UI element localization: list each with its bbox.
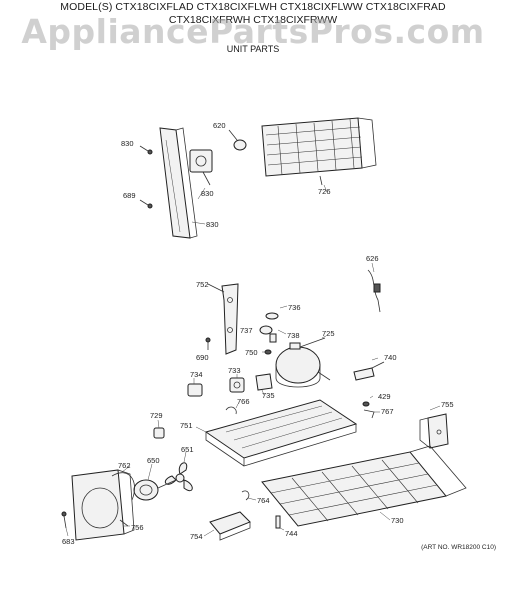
section-title: UNIT PARTS	[226, 44, 280, 54]
clip-767	[363, 409, 375, 419]
label-766: 766	[237, 397, 250, 406]
label-730: 730	[391, 516, 404, 525]
label-429: 429	[378, 392, 391, 401]
label-830-c: 830	[206, 220, 219, 229]
label-736: 736	[288, 303, 301, 312]
label-750: 750	[245, 348, 258, 357]
label-740: 740	[384, 353, 397, 362]
screw-690	[205, 337, 211, 350]
clip-744	[275, 515, 281, 529]
bracket-756	[119, 519, 129, 527]
label-754: 754	[190, 532, 203, 541]
label-733: 733	[228, 366, 241, 375]
clip-429	[362, 401, 370, 407]
part-labels: 830 620 689 830 830 726 626 752 736 737 …	[62, 121, 454, 546]
label-735: 735	[262, 391, 275, 400]
label-683: 683	[62, 537, 75, 546]
leader-lines	[65, 184, 441, 537]
label-734: 734	[190, 370, 203, 379]
screw-683	[61, 511, 67, 529]
label-762: 762	[118, 461, 131, 470]
label-830-b: 830	[201, 189, 214, 198]
drain-tray-754	[209, 511, 251, 541]
label-650: 650	[147, 456, 160, 465]
label-755: 755	[441, 400, 454, 409]
label-690: 690	[196, 353, 209, 362]
label-626: 626	[366, 254, 379, 263]
grommet-736	[265, 312, 279, 320]
label-756: 756	[131, 523, 144, 532]
label-725: 725	[322, 329, 335, 338]
label-744: 744	[285, 529, 298, 538]
compressor-725	[275, 337, 331, 388]
screw-830	[139, 145, 153, 155]
clip-764	[241, 490, 250, 501]
label-752: 752	[196, 280, 209, 289]
relay-733	[229, 377, 245, 393]
label-764: 764	[257, 496, 270, 505]
art-number: (ART NO. WR18200 C10)	[421, 544, 496, 551]
evaporator-coil-730	[261, 445, 467, 527]
label-726: 726	[318, 187, 331, 196]
label-689: 689	[123, 191, 136, 200]
screw-689	[139, 199, 153, 209]
label-767: 767	[381, 407, 394, 416]
label-620: 620	[213, 121, 226, 130]
label-738: 738	[287, 331, 300, 340]
fan-motor-650	[133, 479, 177, 501]
watermark: AppliancePartsPros.com	[21, 12, 485, 51]
part-740	[353, 361, 385, 381]
grommet-729	[153, 427, 165, 439]
label-729: 729	[150, 411, 163, 420]
mounting-bracket-752	[207, 283, 239, 355]
condenser-726	[261, 117, 377, 186]
vertical-channel-830	[159, 127, 198, 239]
sleeve-738	[269, 333, 277, 343]
cover-735	[255, 373, 273, 391]
tube-626	[367, 269, 381, 313]
label-651: 651	[181, 445, 194, 454]
fan-blade-651	[164, 462, 193, 492]
label-737: 737	[240, 326, 253, 335]
drier-620	[228, 129, 247, 151]
base-pan-751	[204, 399, 358, 467]
clamp-766	[225, 406, 237, 415]
fan-shroud-762	[71, 469, 135, 541]
overload-734	[187, 383, 203, 397]
grommet-737	[259, 325, 273, 335]
label-830-a: 830	[121, 139, 134, 148]
bracket-755	[419, 413, 449, 449]
model-list-line-1: MODEL(S) CTX18CIXFLAD CTX18CIXFLWH CTX18…	[60, 1, 446, 13]
model-list-line-2: CTX18CIXFRWH CTX18CIXFRWW	[168, 14, 338, 26]
relay-bracket-830	[189, 149, 213, 186]
label-751: 751	[180, 421, 193, 430]
